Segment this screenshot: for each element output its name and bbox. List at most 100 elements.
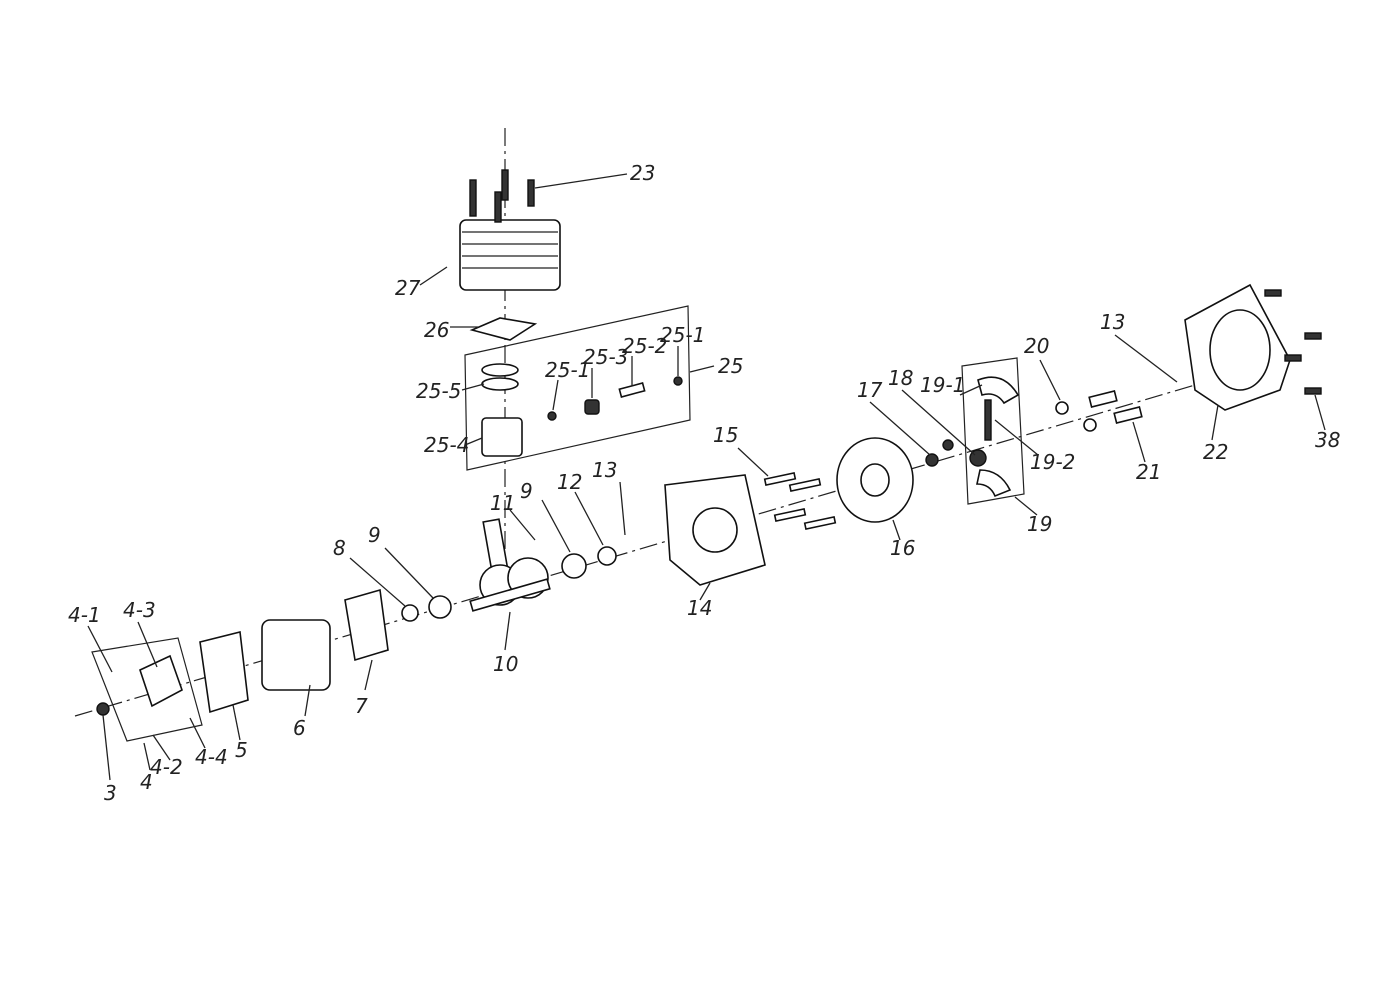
gasket xyxy=(344,588,389,662)
part-label: 17 xyxy=(857,378,883,402)
part-label: 15 xyxy=(713,423,738,447)
part-label: 13 xyxy=(1100,310,1125,334)
piston xyxy=(481,417,523,457)
circlip xyxy=(547,411,557,421)
cylinder-gasket xyxy=(469,317,538,341)
part-label: 38 xyxy=(1315,428,1340,452)
fan-housing xyxy=(1184,283,1291,411)
center-axes xyxy=(74,128,1196,717)
leader-line xyxy=(461,383,485,391)
oil-seal xyxy=(597,546,617,566)
needle-bearing xyxy=(584,399,600,415)
part-label: 26 xyxy=(424,318,449,342)
bolt xyxy=(1113,406,1143,424)
bolts xyxy=(763,471,837,531)
part-label: 3 xyxy=(104,781,117,805)
part-label: 25-2 xyxy=(622,334,667,358)
leader-line xyxy=(619,481,626,536)
leader-line xyxy=(464,437,483,446)
leader-line xyxy=(689,365,715,373)
leader-line xyxy=(504,611,511,651)
part-label: 4-3 xyxy=(123,598,156,622)
part-label: 6 xyxy=(293,716,306,740)
leader-line xyxy=(1014,496,1038,516)
cover-plate xyxy=(139,654,183,708)
washer xyxy=(1055,401,1069,415)
leader-line xyxy=(102,714,111,781)
piston-ring xyxy=(481,377,519,391)
bearing xyxy=(428,595,452,619)
leader-line xyxy=(304,684,311,717)
flywheel xyxy=(836,437,914,523)
part-label: 4-1 xyxy=(68,603,101,627)
part-label: 21 xyxy=(1136,460,1161,484)
leader-line xyxy=(384,547,434,599)
cover-kit-box xyxy=(91,637,203,742)
leader-line xyxy=(737,447,769,477)
clutch-kit-box xyxy=(961,357,1025,505)
part-label: 16 xyxy=(890,536,915,560)
leader-line xyxy=(143,742,151,771)
part-label: 25 xyxy=(718,354,743,378)
part-label: 25-3 xyxy=(583,345,628,369)
part-label: 11 xyxy=(490,491,515,515)
part-label: 20 xyxy=(1024,334,1049,358)
crankcase xyxy=(261,619,331,691)
leader-line xyxy=(349,557,406,607)
part-label: 9 xyxy=(520,479,533,503)
leader-line xyxy=(552,379,559,411)
part-label: 27 xyxy=(395,276,421,300)
part-label: 14 xyxy=(687,596,712,620)
nut xyxy=(96,702,110,716)
leader-line xyxy=(959,384,983,396)
washer xyxy=(925,453,939,467)
piston-ring xyxy=(481,363,519,377)
crankshaft xyxy=(469,518,551,612)
screws xyxy=(1264,289,1322,395)
part-label: 4 xyxy=(140,770,153,794)
leader-line xyxy=(994,419,1039,456)
leader-line xyxy=(541,499,571,553)
part-label: 4-4 xyxy=(195,745,228,769)
leader-line xyxy=(869,401,931,456)
part-label: 25-4 xyxy=(424,433,469,457)
group-boxes xyxy=(91,305,1025,742)
leader-line xyxy=(574,491,604,546)
leader-line xyxy=(137,621,158,668)
part-label: 10 xyxy=(493,652,518,676)
leader-lines xyxy=(87,173,1326,781)
part-label: 25-1 xyxy=(545,358,590,382)
part-label: 8 xyxy=(333,536,346,560)
part-label: 19-1 xyxy=(920,373,965,397)
leader-line xyxy=(534,173,628,189)
bearing xyxy=(561,553,587,579)
part-label: 22 xyxy=(1203,440,1228,464)
leader-line xyxy=(1132,421,1146,463)
gasket xyxy=(199,631,249,714)
piston-pin xyxy=(618,382,646,398)
leader-line xyxy=(1039,359,1061,401)
part-label: 5 xyxy=(235,738,248,762)
cylinder xyxy=(459,169,561,291)
part-label: 12 xyxy=(557,470,582,494)
circlip xyxy=(673,376,683,386)
leader-line xyxy=(419,266,448,286)
part-label: 23 xyxy=(630,161,655,185)
leader-line xyxy=(364,659,373,691)
nut xyxy=(942,439,954,451)
leader-line xyxy=(152,734,171,761)
parts xyxy=(96,169,1322,716)
leader-line xyxy=(1314,394,1326,431)
part-label: 7 xyxy=(355,694,368,718)
oil-seal xyxy=(401,604,419,622)
leader-line xyxy=(892,519,901,541)
clutch xyxy=(969,376,1020,498)
part-label: 25-5 xyxy=(416,379,461,403)
leader-line xyxy=(1211,404,1219,441)
bolt xyxy=(1088,390,1118,408)
leader-line xyxy=(699,582,711,601)
part-label: 19-2 xyxy=(1030,450,1075,474)
part-label: 4-2 xyxy=(150,755,183,779)
leader-line xyxy=(87,625,113,673)
